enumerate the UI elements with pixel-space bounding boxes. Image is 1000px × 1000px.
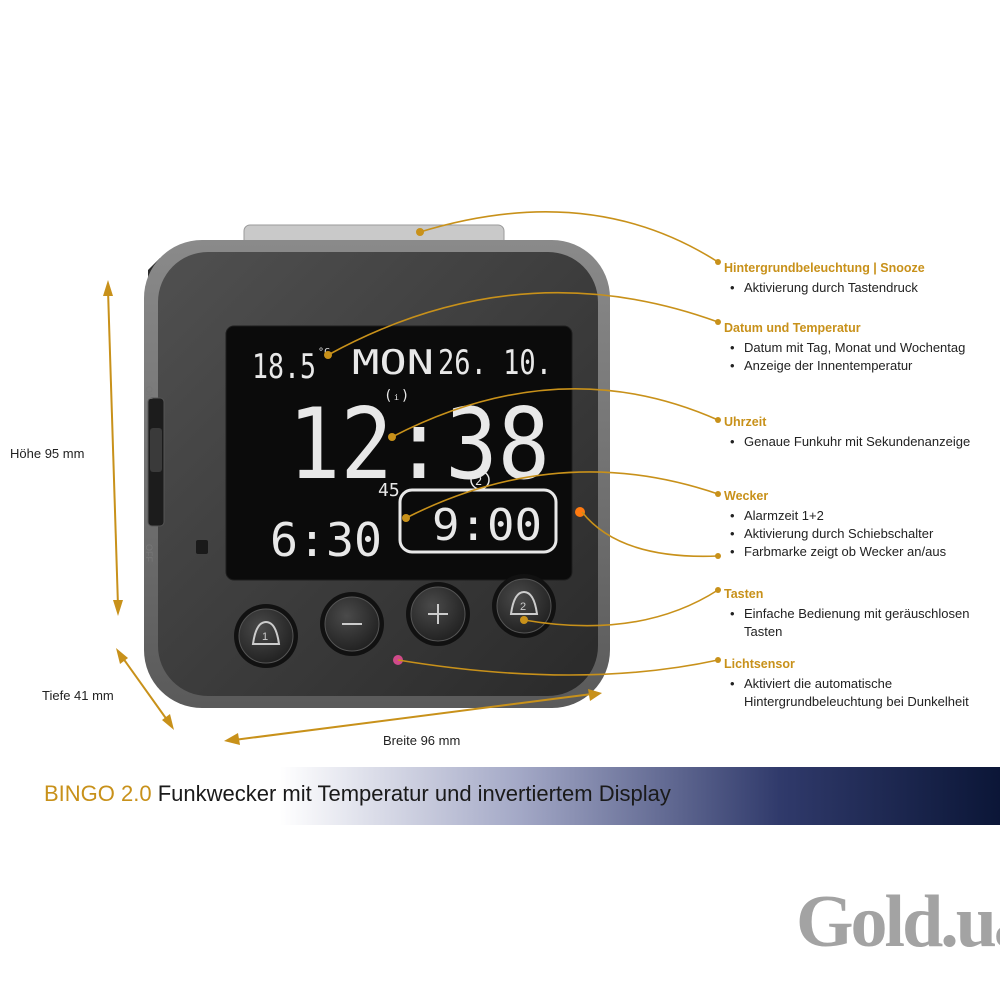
alarm2-frame [398,488,558,554]
switch-off-label: OFF [144,544,154,562]
seconds-display: 45 [378,480,400,501]
feature-alarm: Wecker Alarmzeit 1+2 Aktivierung durch S… [724,489,994,561]
alarm-led-indicator [575,507,585,517]
callout-lines [327,211,719,676]
feature-bullet: Aktivierung durch Tastendruck [724,279,994,297]
plus-button[interactable] [406,582,470,646]
feature-bullet: Genaue Funkuhr mit Sekundenanzeige [724,433,994,451]
feature-title: Hintergrundbeleuchtung | Snooze [724,261,925,275]
bell-icon [509,590,539,615]
lcd-display [225,325,573,581]
watermark-logo: Gold.ua [796,881,1000,963]
plus-icon [428,604,448,624]
alarm2-time: 9:00 [432,500,542,551]
weekday-display: MON [352,343,434,383]
depth-label: Tiefe 41 mm [42,688,114,703]
alarm-switch-knob[interactable] [150,428,162,472]
feature-bullet: Farbmarke zeigt ob Wecker an/aus [724,543,994,561]
feature-time: Uhrzeit Genaue Funkuhr mit Sekundenanzei… [724,415,994,451]
banner-description: Funkwecker mit Temperatur und invertiert… [157,781,671,806]
feature-title: Datum und Temperatur [724,321,861,335]
feature-title: Lichtsensor [724,657,795,671]
feature-date-temperature: Datum und Temperatur Datum mit Tag, Mona… [724,321,994,375]
feature-title: Wecker [724,489,769,503]
height-label: Höhe 95 mm [10,446,85,461]
feature-bullet: Datum mit Tag, Monat und Wochentag [724,339,994,357]
product-banner: BINGO 2.0 Funkwecker mit Temperatur und … [0,767,1000,825]
minus-button[interactable] [320,592,384,656]
clock-time: 12:38 [288,388,550,502]
radio-signal-icon: (ᵢ) [384,388,409,404]
bell-icon [251,620,281,645]
side-port [196,540,208,554]
depth-arrow [116,648,174,730]
width-arrow [224,689,602,745]
feature-title: Uhrzeit [724,415,767,429]
feature-backlight: Hintergrundbeleuchtung | Snooze Aktivier… [724,261,994,297]
banner-model: BINGO 2.0 [44,781,152,806]
alarm1-button-number: 1 [262,631,268,643]
temperature-unit: °C [318,347,330,358]
feature-bullet: Aktiviert die automatische Hintergrundbe… [724,675,994,711]
alarm2-button[interactable]: 2 [492,574,556,638]
feature-title: Tasten [724,587,764,601]
alarm2-button-number: 2 [520,601,526,613]
date-display: 26. 10. [438,343,552,383]
switch-on-label: ON [144,386,154,400]
alarm1-time: 6:30 [270,513,382,567]
feature-buttons: Tasten Einfache Bedienung mit geräuschlo… [724,587,994,641]
feature-bullet: Alarmzeit 1+2 [724,507,994,525]
feature-bullet: Anzeige der Innentemperatur [724,357,994,375]
feature-bullet: Aktivierung durch Schiebschalter [724,525,994,543]
width-label: Breite 96 mm [383,733,461,748]
callout-dots [324,228,721,663]
alarm1-button[interactable]: 1 [234,604,298,668]
temperature-value: 18.5 [252,347,316,387]
feature-light-sensor: Lichtsensor Aktiviert die automatische H… [724,657,994,711]
height-arrow [103,280,123,616]
feature-bullet: Einfache Bedienung mit geräuschlosen Tas… [724,605,994,641]
alarm2-bell-number: 2 [475,474,482,488]
